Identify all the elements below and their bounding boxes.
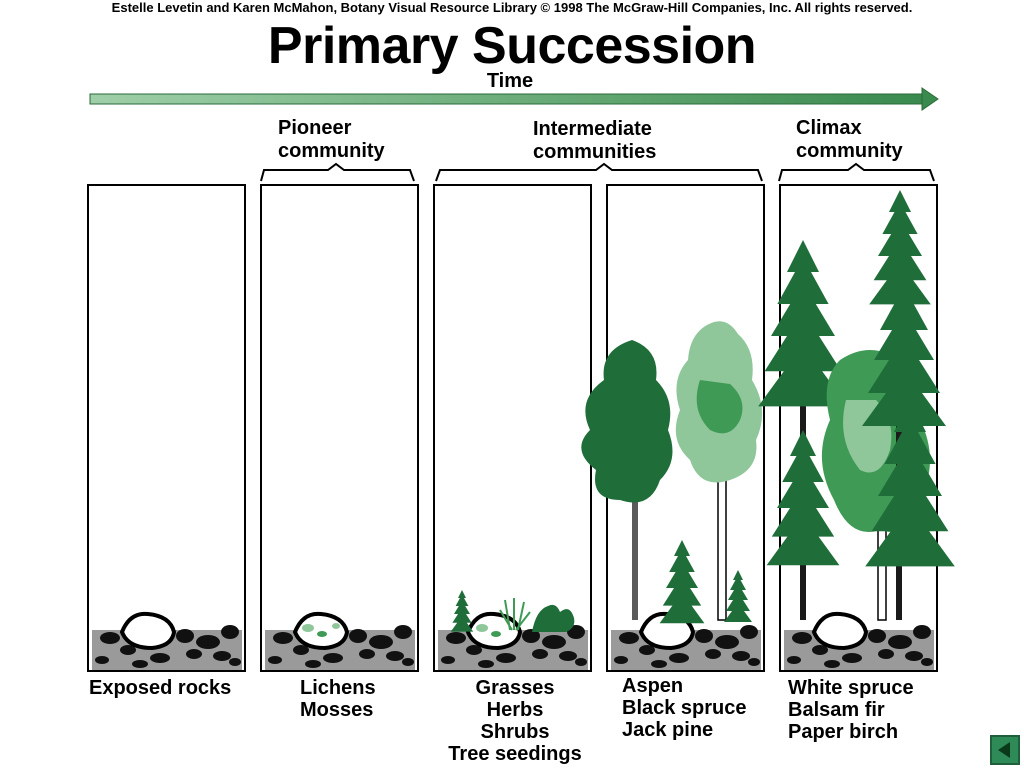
intermediate-communities-label: Intermediate communities xyxy=(533,118,656,164)
climax-line-1: Climax xyxy=(796,117,862,139)
group-brackets xyxy=(260,162,935,182)
intermediate-bracket xyxy=(435,162,763,182)
intermediate-line-1: Intermediate xyxy=(533,118,652,140)
intermediate-line-2: communities xyxy=(533,141,657,163)
time-label: Time xyxy=(486,70,534,92)
pioneer-line-1: Pioneer xyxy=(278,117,352,139)
time-arrow xyxy=(89,87,939,111)
caption-lichens-mosses: Lichens Mosses xyxy=(300,677,376,721)
back-arrow-icon xyxy=(998,742,1010,758)
caption-line: Jack pine xyxy=(622,719,714,741)
climax-bracket xyxy=(778,162,935,182)
caption-line: Aspen xyxy=(622,675,684,697)
caption-line: Herbs xyxy=(486,699,544,721)
caption-line: White spruce xyxy=(788,677,914,699)
pioneer-line-2: community xyxy=(278,140,385,162)
panel-grasses-herbs xyxy=(433,184,592,672)
caption-aspen-spruce-pine: Aspen Black spruce Jack pine xyxy=(622,675,747,741)
panel-aspen-spruce-pine xyxy=(581,184,765,672)
caption-line: Mosses xyxy=(300,699,374,721)
pioneer-bracket xyxy=(260,162,415,182)
climax-community-label: Climax community xyxy=(796,117,903,163)
caption-line: Grasses xyxy=(475,677,555,699)
caption-line: Tree seedings xyxy=(448,743,582,765)
caption-line: Shrubs xyxy=(480,721,550,743)
caption-grasses-herbs: Grasses Herbs Shrubs Tree seedings xyxy=(440,677,590,765)
panel-lichens-mosses xyxy=(260,184,419,672)
caption-line: Black spruce xyxy=(622,697,747,719)
caption-climax: White spruce Balsam fir Paper birch xyxy=(788,677,914,743)
pioneer-community-label: Pioneer community xyxy=(278,117,385,163)
page-title: Primary Succession xyxy=(267,17,757,75)
caption-line: Exposed rocks xyxy=(89,677,232,699)
caption-line: Paper birch xyxy=(788,721,899,743)
climax-line-2: community xyxy=(796,140,903,162)
back-button[interactable] xyxy=(990,735,1020,765)
credit-line: Estelle Levetin and Karen McMahon, Botan… xyxy=(111,0,913,15)
caption-line: Lichens xyxy=(300,677,376,699)
caption-exposed-rocks: Exposed rocks xyxy=(89,677,231,699)
panel-climax xyxy=(758,184,955,672)
caption-line: Balsam fir xyxy=(788,699,885,721)
panel-exposed-rocks xyxy=(87,184,246,672)
